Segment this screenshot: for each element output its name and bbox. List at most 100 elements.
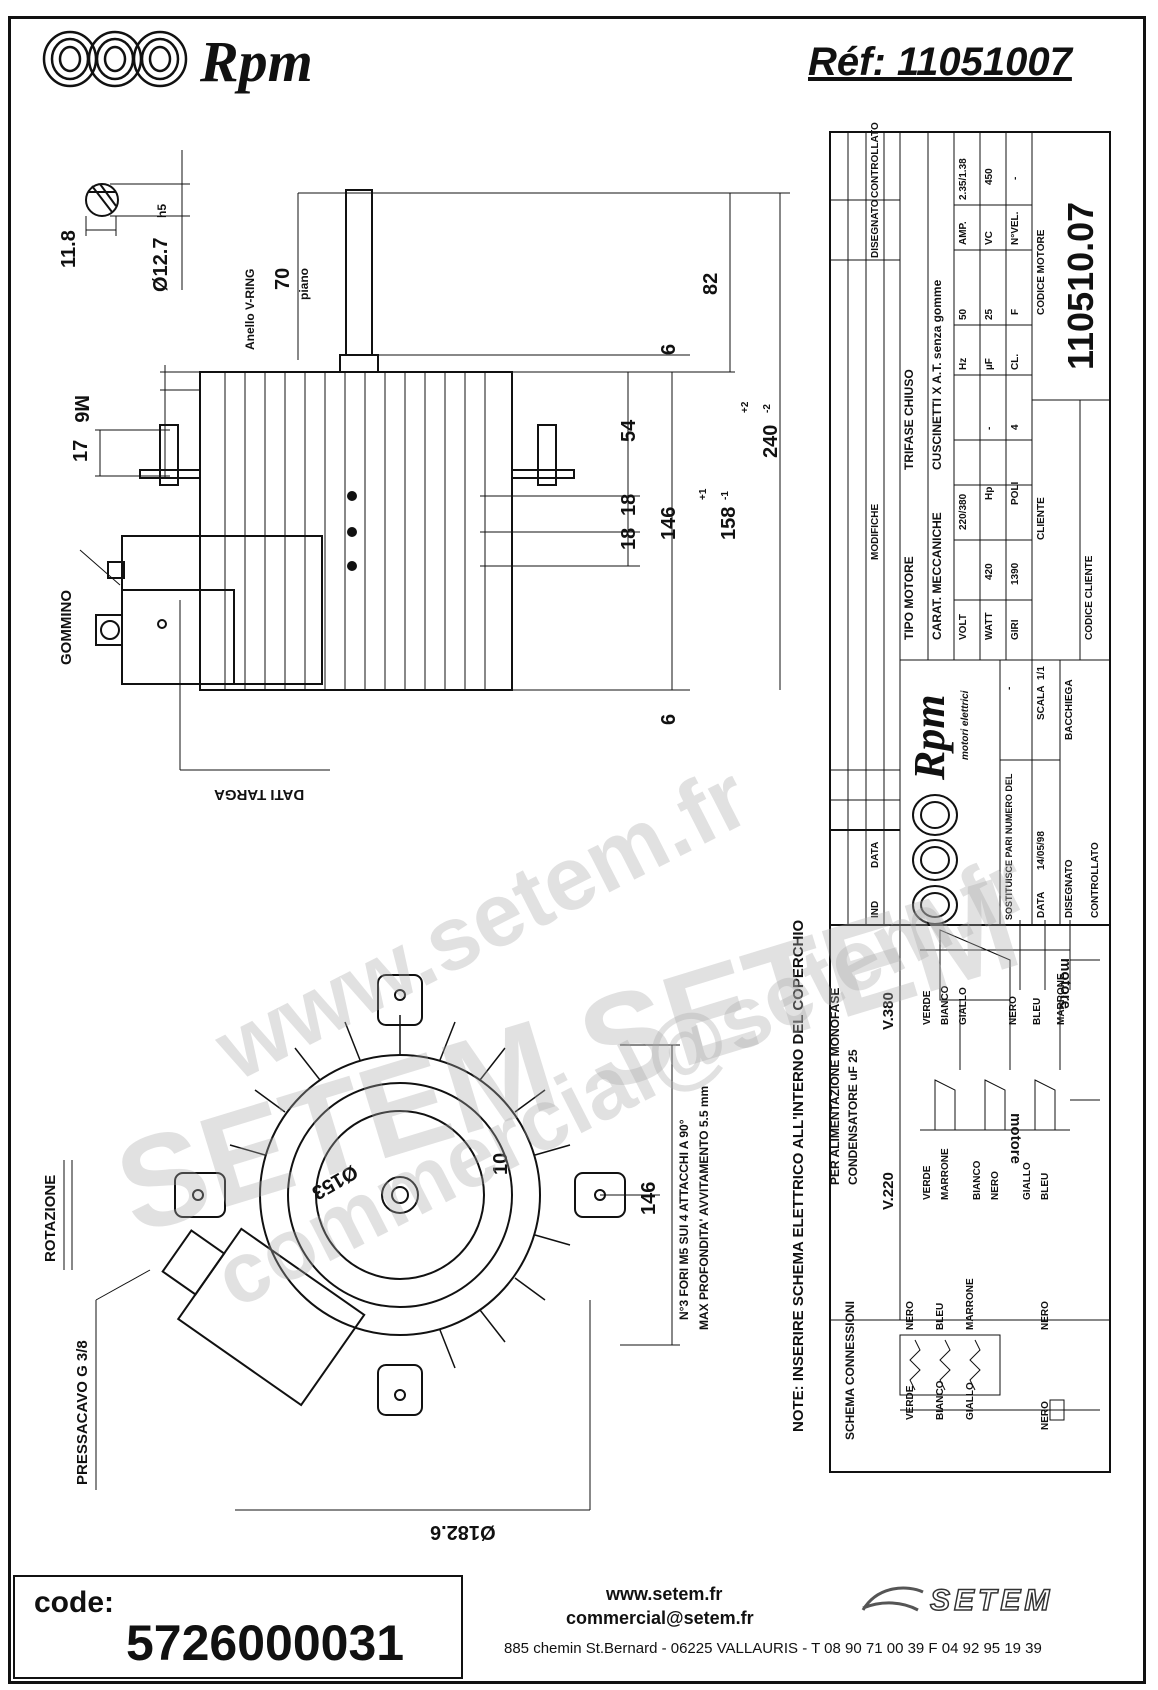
holes-note-1: N°3 FORI M5 SUI 4 ATTACCHI A 90° bbox=[677, 1119, 691, 1320]
tol-158-minus: -1 bbox=[720, 491, 731, 500]
pressacavo-label: PRESSACAVO G 3/8 bbox=[74, 1340, 91, 1485]
footer-email: commercial@setem.fr bbox=[566, 1608, 754, 1628]
controllato-label: CONTROLLATO bbox=[1090, 842, 1101, 918]
codice-motore-value: 110510.07 bbox=[1060, 201, 1101, 370]
dim-6-top: 6 bbox=[658, 343, 680, 355]
holes-note-2: MAX PROFONDITA' AVVITAMENTO 5.5 mm bbox=[697, 1085, 711, 1330]
schema-nero-b: NERO bbox=[1040, 1301, 1051, 1330]
schema-left-verde: VERDE bbox=[905, 1385, 916, 1420]
schema-left-giallo: GIALLO bbox=[965, 1382, 976, 1420]
code-box bbox=[13, 1575, 463, 1679]
v220-wire-bleu: BLEU bbox=[1040, 1172, 1051, 1200]
thread-m6: M6 bbox=[70, 395, 92, 423]
disegnato-value: BACCHIEGA bbox=[1064, 679, 1075, 740]
mono-title-2: CONDENSATORE uF 25 bbox=[846, 1049, 860, 1185]
scala-value: 1/1 bbox=[1036, 666, 1047, 680]
spec-hp-value: - bbox=[984, 426, 995, 430]
spec-amp-value: 2.35/1.38 bbox=[958, 158, 969, 200]
v220-wire-verde: VERDE bbox=[922, 1165, 933, 1200]
spec-watt-value: 420 bbox=[984, 563, 995, 580]
motore-label-220: motore bbox=[1006, 1113, 1024, 1164]
v380-bottom-bleu: BLEU bbox=[1032, 997, 1043, 1025]
spec-cl-value: F bbox=[1010, 308, 1021, 315]
footer-web: www.setem.fr bbox=[606, 1584, 723, 1604]
dim-6-bottom: 6 bbox=[658, 713, 680, 725]
dim-158: 158 bbox=[718, 506, 740, 540]
rev-header-controllato: CONTROLLATO bbox=[870, 122, 881, 198]
schema-left-bianco: BIANCO bbox=[935, 1380, 946, 1420]
codice-motore-label: CODICE MOTORE bbox=[1036, 229, 1047, 315]
rpm-titleblock-sub: motori elettrici bbox=[960, 690, 971, 760]
dim-146-front: 146 bbox=[638, 1181, 660, 1215]
spec-nvel-label: N°VEL. bbox=[1010, 211, 1021, 245]
setem-logo: SETEM bbox=[929, 1583, 1054, 1618]
spec-cl-label: CL. bbox=[1010, 353, 1021, 370]
spec-hz-value: 50 bbox=[958, 308, 969, 320]
schema-right-nero: NERO bbox=[905, 1301, 916, 1330]
codice-cliente-label: CODICE CLIENTE bbox=[1084, 555, 1095, 640]
rev-header-modifiche: MODIFICHE bbox=[870, 503, 881, 560]
code-value: 5726000031 bbox=[126, 1615, 405, 1671]
drawing-frame bbox=[8, 16, 1146, 1684]
disegnato-label: DISEGNATO bbox=[1064, 859, 1075, 918]
spec-hp-label: Hp bbox=[984, 486, 995, 500]
spec-vc-label: VC bbox=[984, 231, 995, 245]
sostituisce-value: - bbox=[1004, 686, 1015, 690]
cliente-label: CLIENTE bbox=[1036, 497, 1047, 540]
v220-label: V.220 bbox=[880, 1172, 897, 1210]
dim-17: 17 bbox=[70, 439, 92, 462]
spec-vc-value: 450 bbox=[984, 168, 995, 185]
footer-address: 885 chemin St.Bernard - 06225 VALLAURIS … bbox=[504, 1640, 1042, 1657]
title-block-frame bbox=[829, 131, 1111, 1473]
spec-poli-label: POLI bbox=[1010, 481, 1021, 505]
dia-182-label: Ø182.6 bbox=[430, 1521, 496, 1543]
schema-title: SCHEMA CONNESSIONI bbox=[843, 1301, 857, 1440]
setem-swirl-icon bbox=[858, 1580, 928, 1625]
schema-right-marrone: MARRONE bbox=[965, 1278, 976, 1330]
spec-uf-value: 25 bbox=[984, 308, 995, 320]
dati-targa-label: DATI TARGA bbox=[214, 786, 305, 803]
shaft-tolerance-label: h5 bbox=[155, 203, 169, 218]
tol-158-plus: +1 bbox=[698, 488, 709, 500]
dim-240: 240 bbox=[760, 424, 782, 458]
brand-name: Rpm bbox=[200, 29, 313, 94]
spec-giri-value: 1390 bbox=[1010, 562, 1021, 585]
reference-number: Réf: 11051007 bbox=[808, 40, 1072, 84]
rotazione-label: ROTAZIONE bbox=[42, 1174, 59, 1262]
v220-wire-nero: NERO bbox=[990, 1171, 1001, 1200]
scala-label: SCALA bbox=[1036, 685, 1047, 720]
junction-box bbox=[121, 535, 323, 685]
spec-poli-value: 4 bbox=[1010, 424, 1021, 430]
dim-54: 54 bbox=[618, 419, 640, 442]
spec-volt-value: 220/380 bbox=[958, 493, 969, 530]
spec-hz-label: Hz bbox=[958, 357, 969, 370]
spec-amp-label: AMP. bbox=[958, 221, 969, 245]
schema-nero-a: NERO bbox=[1040, 1401, 1051, 1430]
spec-nvel-value: - bbox=[1010, 176, 1021, 180]
rpm-titleblock-brand: Rpm bbox=[905, 694, 954, 780]
rpm-logo bbox=[40, 28, 190, 90]
tipo-motore-label: TIPO MOTORE bbox=[902, 556, 916, 640]
carat-label: CARAT. MECCANICHE bbox=[930, 512, 944, 640]
gommino-label: GOMMINO bbox=[58, 590, 75, 665]
shaft bbox=[345, 189, 373, 356]
spec-volt-label: VOLT bbox=[958, 614, 969, 640]
spec-giri-label: GIRI bbox=[1010, 619, 1021, 640]
shaft-flat-label: 11.8 bbox=[58, 230, 80, 268]
v220-wire-giallo: GIALLO bbox=[1022, 1162, 1033, 1200]
dim-70: 70 bbox=[272, 267, 294, 290]
dim-18-b: 18 bbox=[618, 527, 640, 550]
spec-watt-label: WATT bbox=[984, 612, 995, 640]
motore-label-380: motore bbox=[1056, 958, 1074, 1009]
code-label: code: bbox=[34, 1586, 115, 1619]
spec-uf-label: µF bbox=[984, 358, 995, 370]
tipo-motore-value: TRIFASE CHIUSO bbox=[902, 369, 916, 470]
v220-wire-bianco: BIANCO bbox=[972, 1160, 983, 1200]
v220-wire-marrone: MARRONE bbox=[940, 1148, 951, 1200]
piano-label: piano bbox=[297, 268, 311, 300]
tol-240-minus: -2 bbox=[762, 404, 773, 413]
dim-82: 82 bbox=[700, 272, 722, 295]
v380-bottom-nero: NERO bbox=[1008, 996, 1019, 1025]
dim-146-top: 146 bbox=[658, 506, 680, 540]
